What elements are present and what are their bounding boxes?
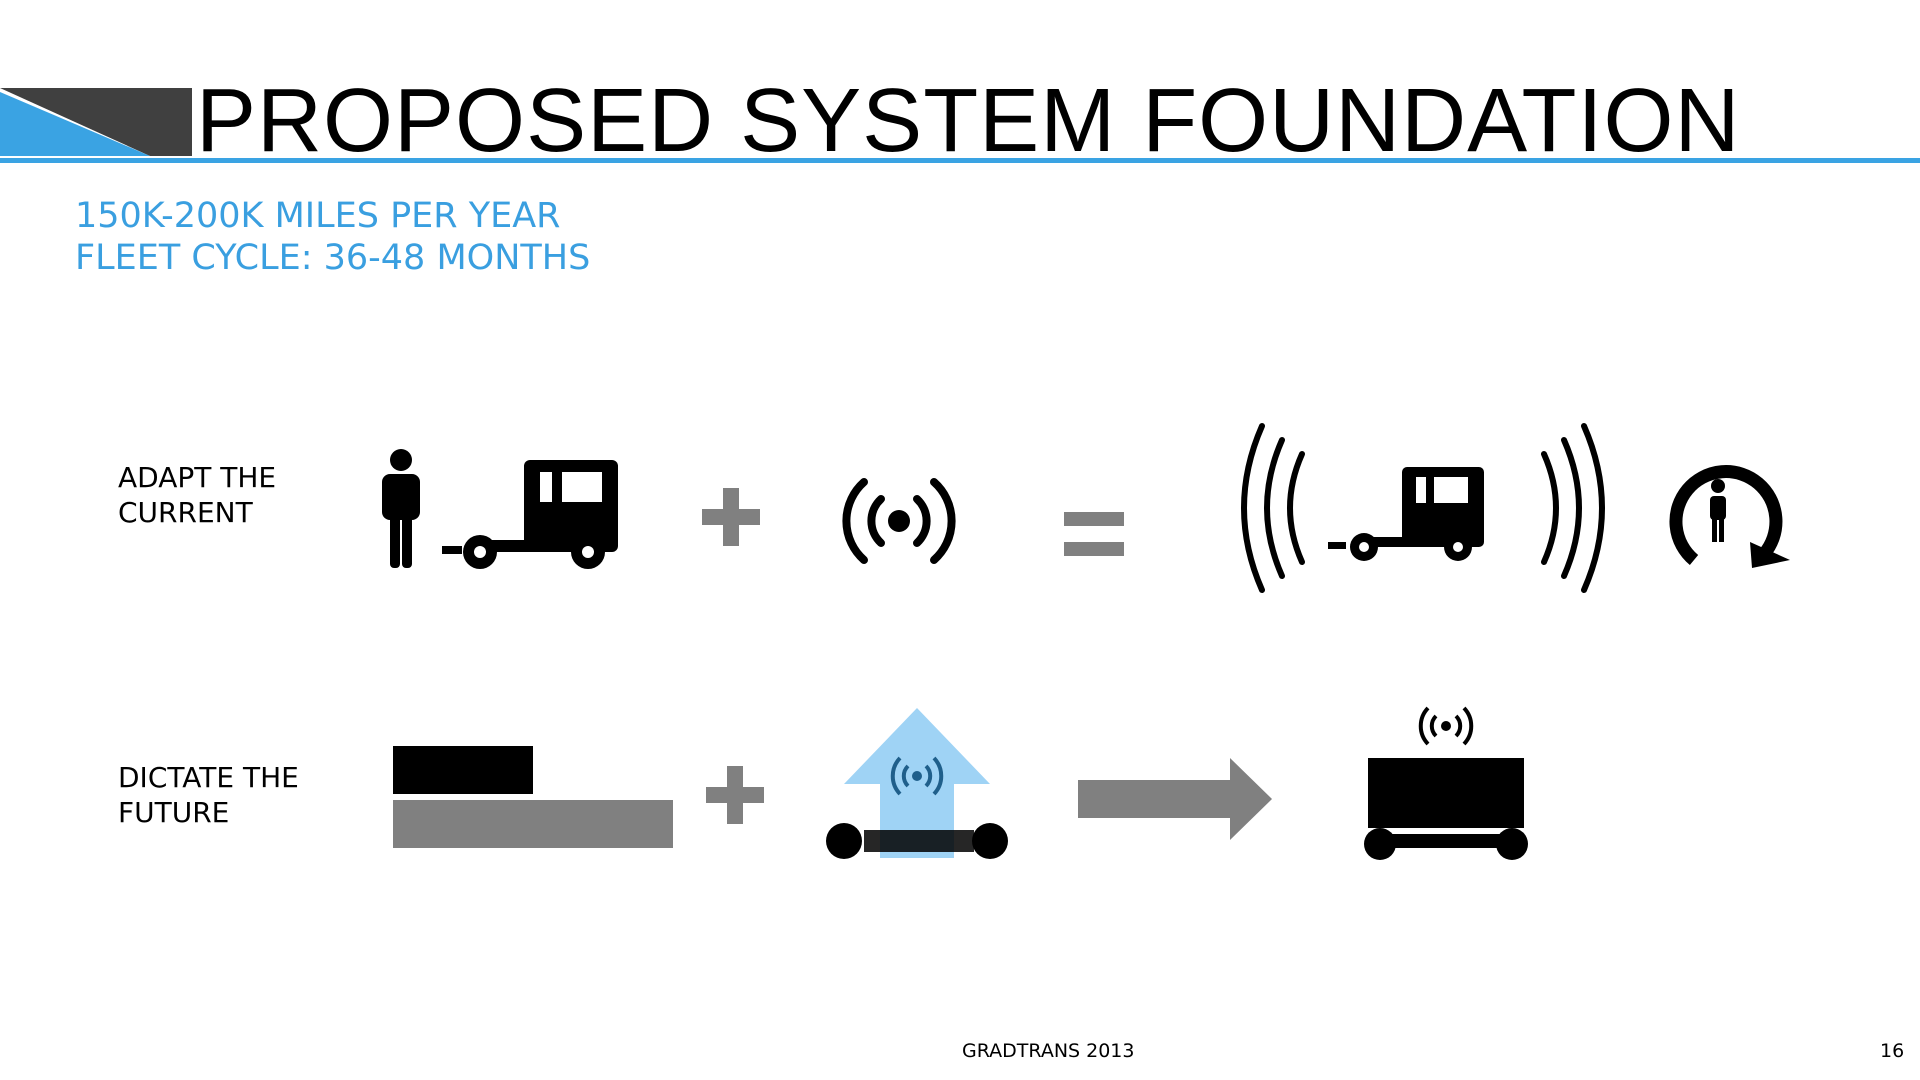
footer-text: GRADTRANS 2013 bbox=[962, 1040, 1135, 1062]
wireless-signal-icon bbox=[842, 478, 956, 564]
subtitle-fleet-cycle: FLEET CYCLE: 36-48 MONTHS bbox=[75, 238, 591, 278]
row-label-adapt: ADAPT THE CURRENT bbox=[118, 460, 276, 530]
row-label-line: ADAPT THE bbox=[118, 461, 277, 494]
connected-truck-icon bbox=[1241, 423, 1605, 593]
right-arrow-icon bbox=[1078, 758, 1272, 840]
row-label-dictate: DICTATE THE FUTURE bbox=[118, 760, 299, 830]
row-label-line: CURRENT bbox=[118, 496, 253, 529]
upgrade-arrow-icon bbox=[826, 708, 1008, 859]
wireless-signal-icon bbox=[1418, 706, 1474, 746]
stacked-bars-icon bbox=[393, 746, 673, 848]
subtitle-miles: 150K-200K MILES PER YEAR bbox=[75, 196, 561, 236]
autonomous-vehicle-icon bbox=[1364, 706, 1528, 860]
wireless-signal-icon bbox=[890, 756, 944, 796]
header-banner-graphic bbox=[0, 88, 192, 156]
person-circular-arrow-icon bbox=[1669, 465, 1790, 568]
equals-icon bbox=[1064, 512, 1124, 556]
plus-icon bbox=[702, 488, 760, 546]
truck-icon bbox=[442, 460, 618, 569]
plus-icon bbox=[706, 766, 764, 824]
page-number: 16 bbox=[1880, 1040, 1905, 1062]
title-underline bbox=[0, 158, 1920, 163]
row-label-line: FUTURE bbox=[118, 796, 230, 829]
page-title: PROPOSED SYSTEM FOUNDATION bbox=[196, 71, 1741, 171]
row-label-line: DICTATE THE bbox=[118, 761, 299, 794]
person-icon bbox=[382, 449, 420, 568]
